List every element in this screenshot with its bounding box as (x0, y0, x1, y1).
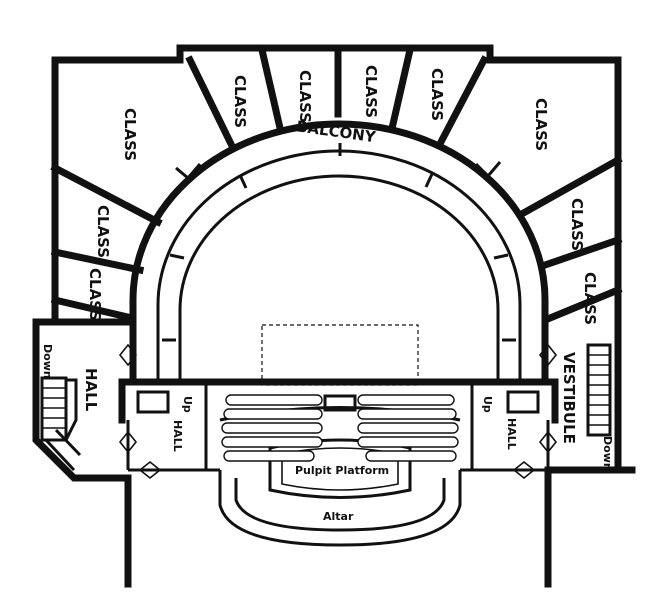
balcony-arcs (129, 120, 549, 384)
class-label-top-4: CLASS (428, 68, 446, 121)
class-label-top-1: CLASS (231, 75, 249, 128)
pulpit-platform-label: Pulpit Platform (295, 464, 389, 477)
down-label-left: Down (41, 344, 54, 379)
class-label-top-3: CLASS (362, 65, 380, 118)
class-room-partitions (50, 45, 623, 323)
up-label-right: Up (481, 396, 494, 413)
down-label-right: Down (601, 436, 614, 471)
hall-label-right-inner: HALL (505, 418, 518, 450)
pews-right (357, 394, 459, 462)
class-label-left-1: CLASS (121, 108, 139, 161)
class-label-right-1: CLASS (532, 98, 550, 151)
pews-left (221, 394, 323, 462)
vestibule-label: VESTIBULE (560, 352, 578, 444)
outer-walls (32, 44, 636, 588)
class-label-top-2: CLASS (296, 70, 314, 123)
hall-label-left-outer: HALL (82, 368, 100, 412)
hall-label-left-inner: HALL (171, 420, 184, 452)
class-label-left-3: CLASS (86, 268, 104, 321)
up-label-left: Up (181, 396, 194, 413)
pew-seating (221, 394, 459, 462)
class-label-left-2: CLASS (94, 205, 112, 258)
class-label-right-3: CLASS (581, 272, 599, 325)
altar-label: Altar (323, 510, 354, 523)
door-swings (118, 343, 558, 480)
stairs (40, 343, 612, 472)
class-label-right-2: CLASS (568, 198, 586, 251)
